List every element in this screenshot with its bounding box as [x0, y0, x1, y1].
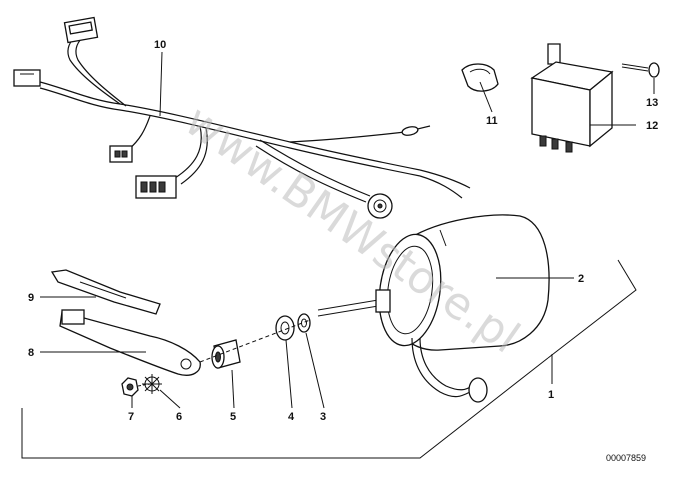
- callout-7: 7: [128, 411, 134, 423]
- bearing-ring: [275, 315, 295, 341]
- harness-multi-plug: [135, 175, 177, 199]
- harness-spade-terminal: [401, 126, 419, 136]
- callout-8: 8: [28, 347, 34, 359]
- rubber-strip: [50, 269, 161, 315]
- leader-lines: [40, 51, 655, 409]
- callout-13: 13: [646, 97, 658, 109]
- callout-3: 3: [320, 411, 326, 423]
- drawing-code: 00007859: [606, 453, 646, 463]
- callout-5: 5: [230, 411, 236, 423]
- callout-4: 4: [288, 411, 295, 423]
- assembly-axis: [137, 319, 311, 387]
- callout-9: 9: [28, 292, 34, 304]
- wiper-motor: [317, 214, 550, 403]
- screw: [621, 62, 660, 78]
- kit-bracket: [21, 259, 637, 459]
- harness-round-connector: [367, 193, 393, 219]
- mounting-clip: [461, 63, 499, 92]
- bushing: [211, 339, 241, 369]
- wiper-relay: [530, 43, 614, 153]
- washer: [297, 313, 311, 333]
- crank-arm: [59, 309, 201, 376]
- callout-10: 10: [154, 39, 166, 51]
- callout-11: 11: [486, 115, 498, 127]
- callout-2: 2: [578, 273, 584, 285]
- hex-nut: [121, 377, 139, 397]
- callout-12: 12: [646, 120, 658, 132]
- star-washer: [142, 374, 162, 394]
- harness-connector-left: [13, 69, 41, 87]
- callout-1: 1: [548, 389, 554, 401]
- harness-plug-small: [109, 145, 133, 163]
- callout-6: 6: [176, 411, 182, 423]
- harness-connector-top: [63, 16, 99, 44]
